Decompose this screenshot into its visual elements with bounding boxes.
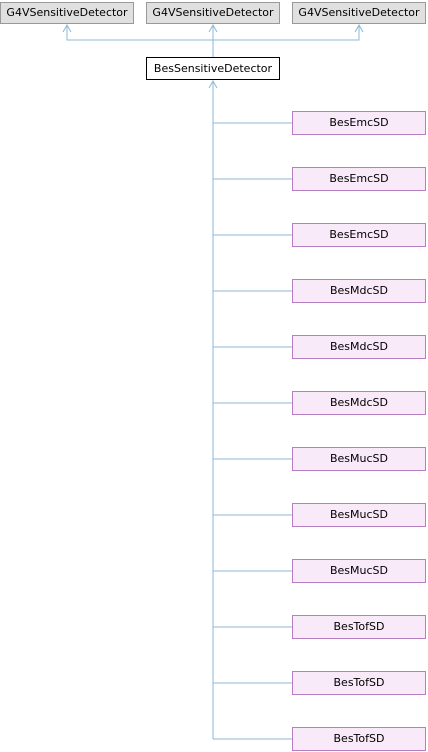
- inheritance-arrowhead: [62, 23, 72, 33]
- derived-class-node[interactable]: BesEmcSD: [292, 223, 426, 247]
- inheritance-arrowhead: [208, 79, 218, 89]
- inheritance-edge: [213, 25, 360, 41]
- inheritance-edge: [66, 25, 213, 41]
- current-class-node: BesSensitiveDetector: [146, 57, 280, 80]
- derived-class-node[interactable]: BesMucSD: [292, 503, 426, 527]
- derived-class-node[interactable]: BesMucSD: [292, 447, 426, 471]
- derived-class-node[interactable]: BesMucSD: [292, 559, 426, 583]
- base-class-node: G4VSensitiveDetector: [0, 2, 134, 24]
- derived-class-node[interactable]: BesTofSD: [292, 615, 426, 639]
- derived-class-node[interactable]: BesMdcSD: [292, 335, 426, 359]
- derived-class-node[interactable]: BesEmcSD: [292, 167, 426, 191]
- derived-class-node[interactable]: BesMdcSD: [292, 279, 426, 303]
- inheritance-arrowhead: [208, 23, 218, 33]
- derived-class-node[interactable]: BesMdcSD: [292, 391, 426, 415]
- derived-class-node[interactable]: BesTofSD: [292, 671, 426, 695]
- derived-class-node[interactable]: BesTofSD: [292, 727, 426, 751]
- derived-class-node[interactable]: BesEmcSD: [292, 111, 426, 135]
- inheritance-arrowhead: [354, 23, 364, 33]
- base-class-node: G4VSensitiveDetector: [146, 2, 280, 24]
- base-class-node: G4VSensitiveDetector: [292, 2, 426, 24]
